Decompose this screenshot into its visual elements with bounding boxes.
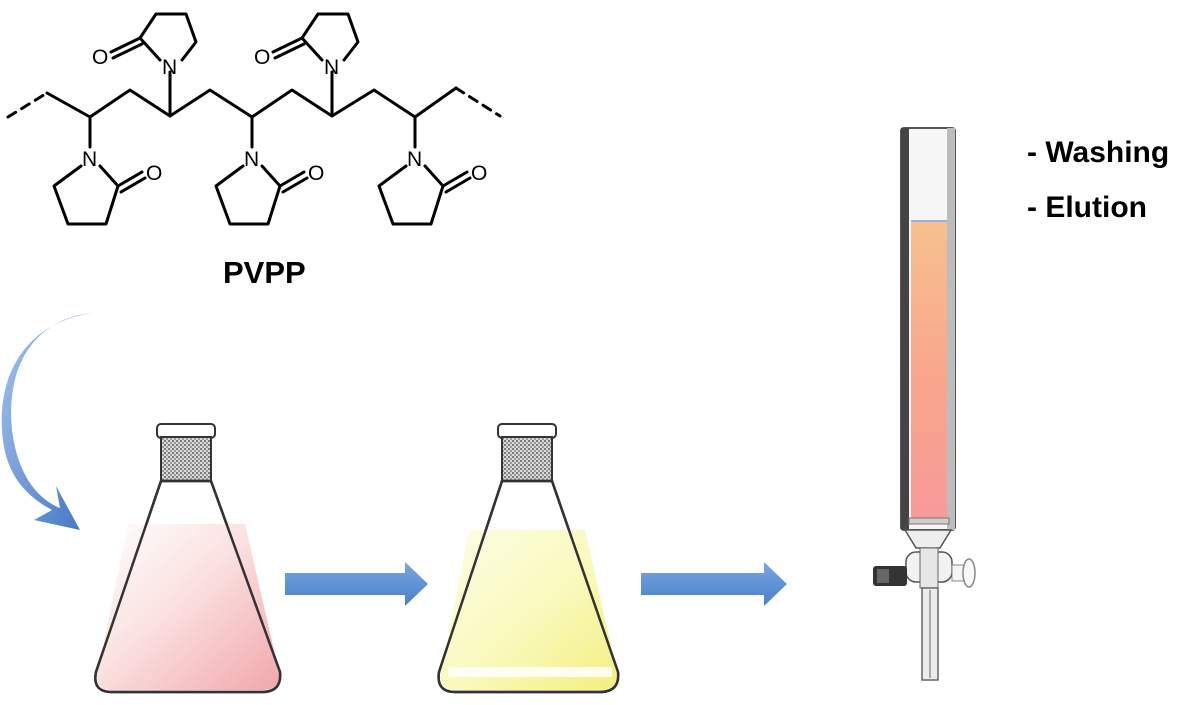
oxygen-label: O: [146, 162, 162, 185]
pvpp-structure: [6, 12, 502, 226]
nitrogen-label: N: [244, 148, 259, 171]
pyrrolidone-ring-down-2: [214, 164, 309, 226]
arrow-right-icon: [285, 562, 428, 606]
nitrogen-label: N: [82, 148, 97, 171]
pyrrolidone-ring-down-1: [52, 164, 147, 226]
oxygen-label: O: [308, 162, 324, 185]
nitrogen-label: N: [324, 56, 339, 79]
atom-labels: N N N N N O O O O O: [82, 46, 487, 185]
erlenmeyer-flask-icon: [94, 423, 282, 694]
curved-arrow-icon: [1, 313, 92, 530]
oxygen-label: O: [471, 162, 487, 185]
polymer-name: PVPP: [223, 255, 306, 290]
pyrrolidone-ring-down-3: [377, 164, 472, 226]
step-elution: - Elution: [1027, 191, 1147, 224]
oxygen-label: O: [92, 46, 108, 69]
nitrogen-label: N: [407, 148, 422, 171]
chain-end-right: [454, 86, 502, 118]
pyrrolidone-ring-up-2: [271, 12, 360, 62]
chromatography-column-icon: [873, 127, 976, 681]
oxygen-label: O: [254, 46, 270, 69]
pyrrolidone-ring-up-1: [109, 12, 198, 62]
erlenmeyer-flask-icon: [437, 423, 620, 694]
step-washing: - Washing: [1027, 136, 1169, 169]
arrow-right-icon: [641, 562, 787, 606]
polymer-backbone: [45, 86, 458, 119]
chain-end-left: [6, 91, 49, 119]
nitrogen-label: N: [162, 56, 177, 79]
